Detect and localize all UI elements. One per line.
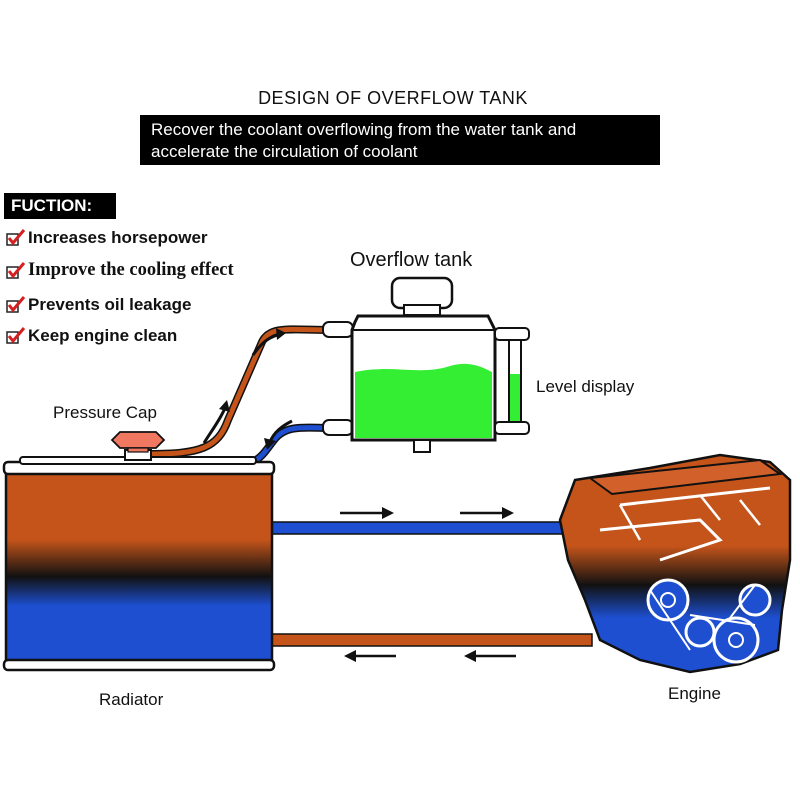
banner-line-1: Recover the coolant overflowing from the… [151,120,577,139]
feature-label: Keep engine clean [28,326,178,345]
feature-label: Improve the cooling effect [28,260,234,280]
arrow-icon [340,507,394,519]
arrow-icon [251,328,286,356]
arrow-icon [202,400,230,444]
overflow-tank-label: Overflow tank [350,249,473,271]
description-banner: Recover the coolant overflowing from the… [140,115,660,165]
radiator [2,456,276,672]
banner-line-2: accelerate the circulation of coolant [151,142,418,161]
tank-cap [390,276,454,310]
feature-item: Keep engine clean [6,326,177,346]
feature-item: Prevents oil leakage [6,295,191,315]
arrow-icon [464,650,516,662]
arrow-icon [460,507,514,519]
feature-label: Increases horsepower [28,228,208,247]
diagram-title: DESIGN OF OVERFLOW TANK [258,88,528,108]
arrow-icon [344,650,396,662]
checkmark-icon [6,261,26,279]
engine-label: Engine [668,684,721,703]
radiator-label: Radiator [99,690,164,709]
function-heading: FUCTION: [4,193,116,219]
pressure-cap-label: Pressure Cap [53,403,157,422]
arrow-icon [264,419,293,450]
lower-pipe [271,633,593,647]
feature-item: Improve the cooling effect [6,260,234,281]
feature-item: Increases horsepower [6,228,208,248]
pressure-cap [110,431,166,461]
checkmark-icon [6,327,26,344]
overflow-tank [322,276,530,453]
checkmark-icon [6,229,26,246]
overflow-hose-upper [146,325,334,458]
level-display-label: Level display [536,377,635,396]
feature-label: Prevents oil leakage [28,295,192,314]
engine [558,453,792,674]
upper-pipe [271,521,573,535]
coolant-level [355,363,492,438]
checkmark-icon [6,296,26,313]
overflow-hose-lower [248,423,334,466]
